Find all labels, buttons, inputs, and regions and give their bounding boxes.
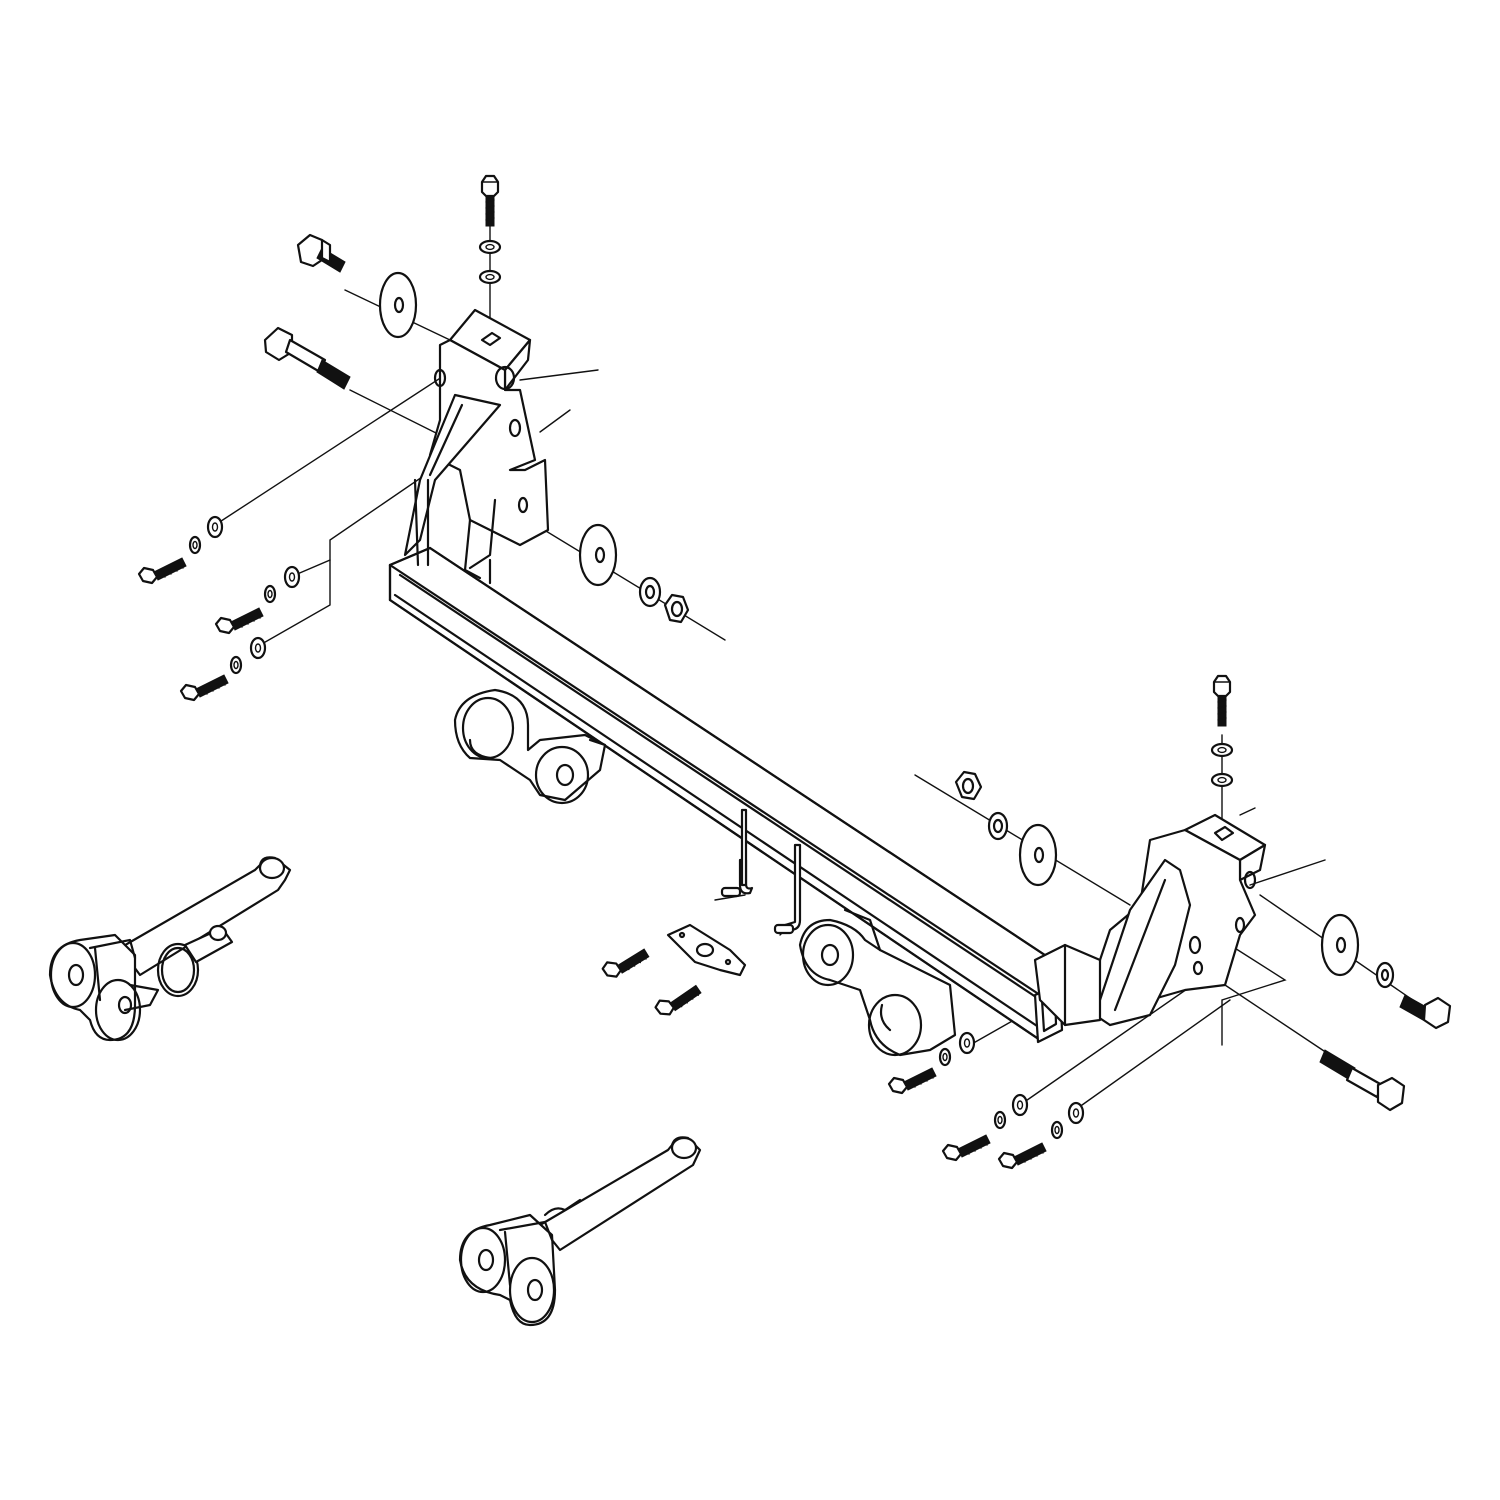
clevis-tow-tab-lower (458, 1136, 702, 1327)
wiring-hooks (720, 808, 802, 935)
right-receiver-tab (798, 908, 957, 1057)
left-receiver-tab (453, 688, 607, 805)
clevis-tow-tab-upper (48, 856, 292, 1042)
hex-bolts-right (887, 674, 1452, 1170)
center-bracket-plate (600, 923, 747, 1018)
nut-left (638, 576, 690, 624)
nut-right (954, 770, 1009, 841)
washers-right (938, 823, 1395, 1140)
washers-left (188, 271, 618, 675)
right-mount-bracket (1033, 813, 1267, 1027)
left-mount-bracket (403, 308, 550, 585)
hex-bolts-left (137, 174, 502, 702)
